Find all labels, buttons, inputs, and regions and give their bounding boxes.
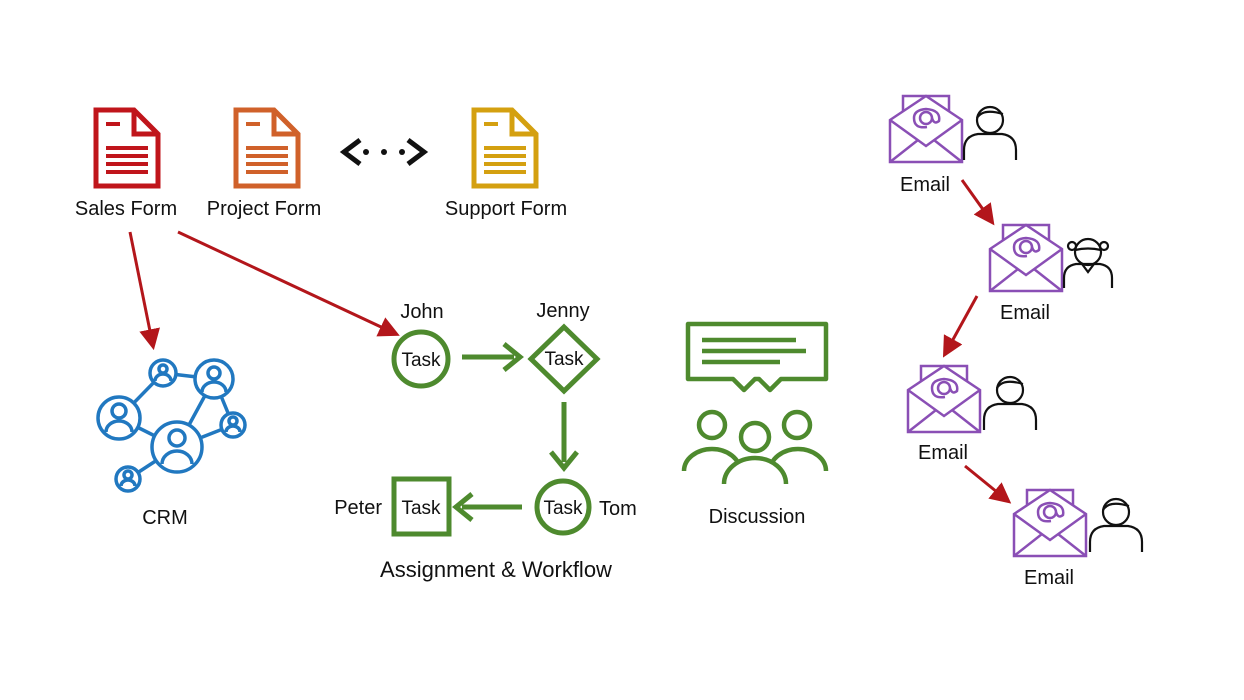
email-envelope-icon-2 — [988, 223, 1064, 293]
email-label-1: Email — [900, 174, 950, 196]
sales-form-label: Sales Form — [75, 198, 177, 220]
support-form-icon — [471, 107, 539, 189]
email-label-3: Email — [918, 442, 968, 464]
email-label-4: Email — [1024, 567, 1074, 589]
crm-network-icon — [96, 358, 247, 493]
workflow-node-tom-task: Task — [543, 498, 583, 519]
workflow-node-peter-person: Peter — [334, 497, 382, 519]
discussion-label: Discussion — [709, 506, 806, 528]
discussion-icon — [681, 321, 829, 485]
workflow: John Task Jenny Task Task Tom Task Peter… — [334, 300, 637, 582]
workflow-node-peter-task: Task — [401, 498, 441, 519]
crm-label: CRM — [142, 507, 188, 529]
crm-node-1 — [148, 358, 178, 388]
crm-node-3 — [96, 395, 142, 441]
arrow-email-1-to-2 — [960, 179, 995, 226]
arrow-john-to-jenny — [462, 342, 524, 372]
woman-icon — [1062, 237, 1114, 288]
man-icon-1 — [962, 105, 1018, 160]
arrow-sales-to-crm — [128, 231, 160, 351]
workflow-node-tom-person: Tom — [599, 498, 637, 520]
workflow-node-jenny-shape — [527, 323, 601, 395]
workflow-node-jenny-person: Jenny — [536, 300, 589, 322]
support-form-label: Support Form — [445, 198, 567, 220]
crm-node-2 — [193, 358, 235, 400]
man-icon-2 — [982, 375, 1038, 430]
crm-node-4 — [219, 411, 247, 439]
man-icon-3 — [1088, 497, 1144, 552]
email-envelope-icon-1 — [888, 94, 964, 164]
sales-form-icon — [93, 107, 161, 189]
arrow-jenny-to-tom — [549, 402, 579, 472]
arrow-email-2-to-3 — [942, 295, 979, 358]
bidirectional-arrow-icon — [339, 138, 429, 166]
crm-node-5 — [150, 420, 204, 474]
workflow-title: Assignment & Workflow — [380, 557, 612, 582]
email-label-2: Email — [1000, 302, 1050, 324]
workflow-node-john-shape — [391, 329, 451, 389]
crm-node-6 — [114, 465, 142, 493]
project-form-label: Project Form — [207, 198, 321, 220]
project-form-icon — [233, 107, 301, 189]
workflow-node-peter-shape — [391, 476, 452, 537]
arrow-tom-to-peter — [452, 492, 522, 522]
workflow-node-john-person: John — [400, 301, 443, 323]
workflow-node-jenny-task: Task — [544, 349, 584, 370]
workflow-node-tom-shape — [534, 478, 592, 536]
email-envelope-icon-3 — [906, 364, 982, 434]
email-envelope-icon-4 — [1012, 488, 1088, 558]
workflow-node-john-task: Task — [401, 350, 441, 371]
arrow-email-3-to-4 — [964, 464, 1012, 504]
arrow-sales-to-workflow — [177, 230, 400, 337]
